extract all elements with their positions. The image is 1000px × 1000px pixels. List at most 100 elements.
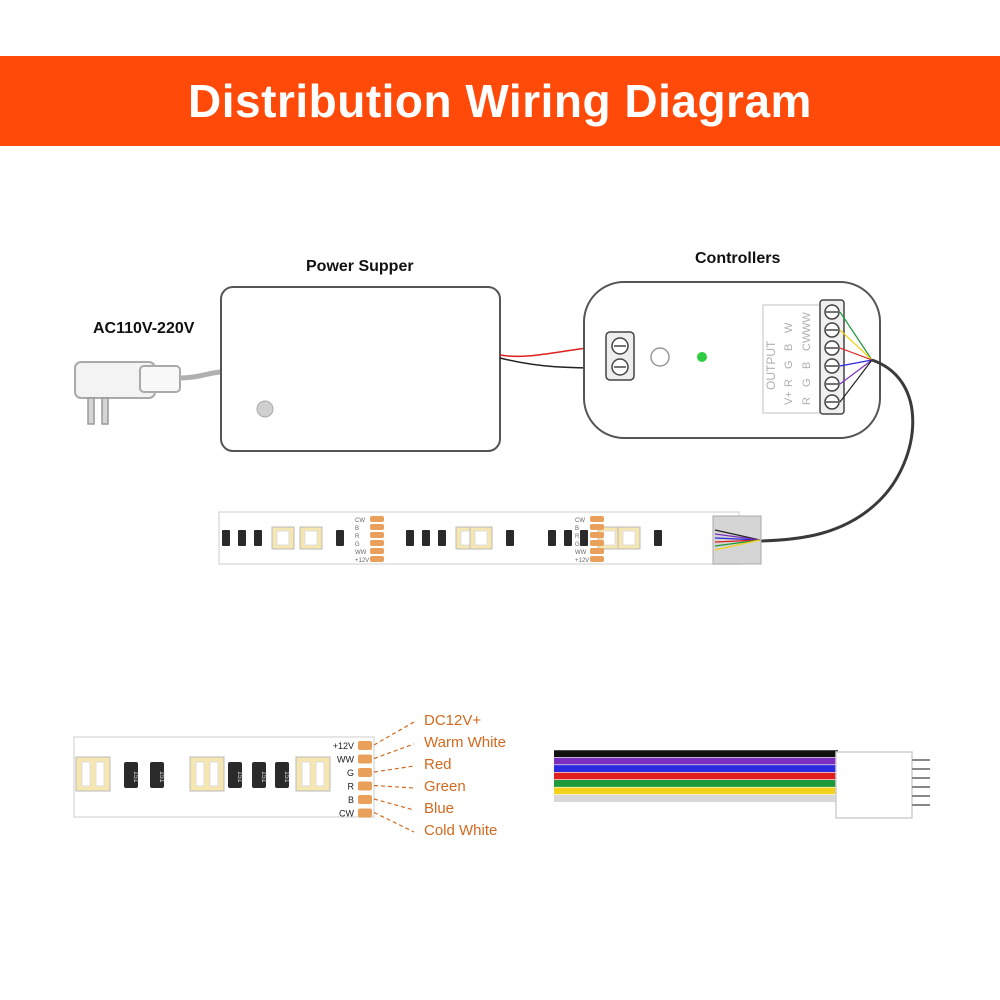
terminal-label: G [801,378,813,387]
solder-pad [370,532,384,538]
terminal-label: WW [801,312,813,333]
resistor [275,762,289,788]
resistor [548,530,556,546]
chip-code: 151 [132,771,139,783]
resistor [654,530,662,546]
strip-wire [714,529,761,541]
pad-label: CW [355,518,365,524]
strip-wire [714,537,761,541]
terminal-label: W [783,322,795,333]
legend-item: Blue [424,800,455,817]
controller-cable [759,358,915,543]
pad-label: R [575,534,580,540]
resistor [438,530,446,546]
controller-button [650,347,670,367]
pin-label: R [348,782,355,792]
pad-label: B [355,526,359,532]
ribbon-wire [554,794,838,802]
resistor [506,530,514,546]
leader-line [373,784,415,789]
ac-cable [179,369,223,381]
terminal-label: B [783,344,795,351]
led-chip [295,756,331,792]
power-supply-box [220,286,501,452]
pad-label: B [575,526,579,532]
solder-pad [590,548,604,554]
output-wire [839,359,873,403]
resistor [422,530,430,546]
output-label: OUTPUT [764,340,778,390]
solder-pad [358,754,372,764]
resistor [254,530,262,546]
ribbon-wire [554,772,838,780]
solder-pad [370,516,384,522]
pad-label: R [355,534,360,540]
power-led-icon [256,400,274,418]
pin-label: +12V [333,741,354,751]
ac-plug-icon [74,361,181,425]
led-chip [75,756,111,792]
pin-label: B [348,795,354,805]
ribbon-wire [554,779,838,788]
chip-code: 151 [236,771,243,783]
resistor [238,530,246,546]
legend-item: DC12V+ [424,712,482,729]
ribbon-wire [554,787,838,795]
ribbon-wire [554,764,838,773]
cable-connector [835,751,913,819]
solder-pad [590,532,604,538]
pad-label: +12V [575,558,589,564]
solder-pad [370,556,384,562]
chip-code: 151 [158,771,165,783]
resistor [222,530,230,546]
pad-label: WW [355,550,367,556]
leader-line [373,798,415,811]
pad-label: G [575,542,580,548]
chip-code: 151 [260,771,267,783]
led-chip [189,756,225,792]
solder-pad [358,781,372,791]
terminal-label: CW [801,332,813,351]
strip-wire [714,533,761,541]
ribbon-cable [554,749,838,802]
pad-label: G [355,542,360,548]
legend-item: Cold White [424,822,498,839]
solder-pad [590,540,604,546]
pad-label: +12V [355,558,369,564]
pin-label: WW [337,755,354,765]
solder-pad [590,524,604,530]
output-wire [839,359,873,367]
status-led-icon [697,352,707,362]
controllers-label: Controllers [695,250,781,267]
terminal-label: V+ [783,391,795,405]
resistor [228,762,242,788]
resistor [406,530,414,546]
leader-line [373,743,415,760]
output-wire [839,329,873,361]
chip-code: 151 [283,771,290,783]
page-title: Distribution Wiring Diagram [188,75,812,127]
pin-label: G [347,768,354,778]
solder-pad [370,548,384,554]
strip-wire [714,539,761,547]
solder-pad [358,795,372,804]
solder-pad [370,540,384,546]
solder-pad [590,556,604,562]
leader-line [373,765,415,773]
ribbon-wire [554,757,838,765]
terminal-label: G [783,360,795,369]
power-supply-label: Power Supper [306,258,414,275]
resistor [564,530,572,546]
solder-pad [358,808,372,818]
ac-input-label: AC110V-220V [93,320,195,337]
resistor [150,762,164,788]
legend-item: Red [424,756,452,773]
solder-pad [358,768,372,777]
solder-pad [590,516,604,522]
strip-wire [714,539,761,551]
strip-wire [714,539,761,543]
pad-label: CW [575,518,585,524]
output-wire [839,359,873,385]
terminal-label: B [801,362,813,369]
